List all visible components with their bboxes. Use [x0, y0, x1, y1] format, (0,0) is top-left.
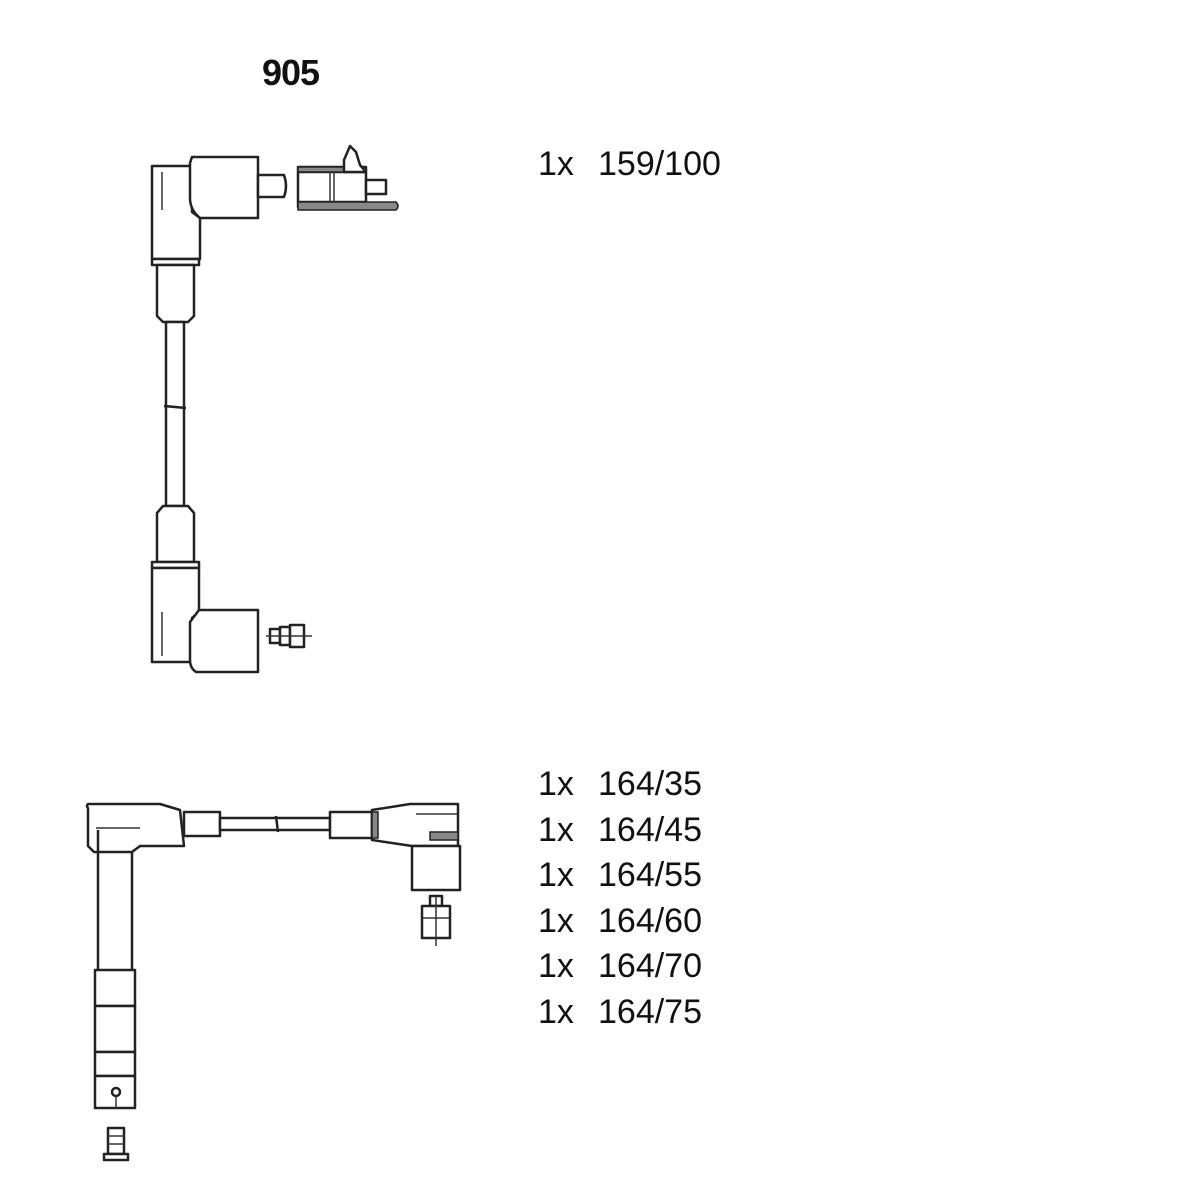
- part-quantity: 1x: [538, 992, 574, 1031]
- part-row: 1x 164/55: [538, 853, 702, 899]
- part-row: 1x 159/100: [538, 142, 721, 188]
- terminal-nut-icon: [102, 1126, 130, 1162]
- terminal-nut-icon: [266, 623, 312, 649]
- part-quantity: 1x: [538, 947, 574, 985]
- part-row: 1x 164/35: [538, 762, 702, 808]
- part-quantity: 1x: [538, 810, 574, 849]
- kit-number-title: 905: [262, 52, 320, 93]
- part-number: 164/55: [598, 856, 702, 894]
- part-number: 164/60: [598, 901, 702, 940]
- part-quantity: 1x: [538, 145, 574, 183]
- part-number: 164/45: [598, 810, 702, 849]
- part-row: 1x 164/45: [538, 808, 702, 854]
- ignition-cable-short-icon: [85, 802, 462, 1162]
- part-row: 1x 164/70: [538, 944, 702, 990]
- parts-list-top: 1x 159/100: [538, 142, 721, 188]
- part-number: 164/70: [598, 947, 702, 985]
- part-quantity: 1x: [538, 856, 574, 894]
- parts-list-bottom: 1x 164/35 1x 164/45 1x 164/55 1x 164/60 1x 16…: [538, 762, 702, 1035]
- terminal-nut-icon: [420, 894, 452, 946]
- part-number: 164/75: [598, 992, 702, 1031]
- part-row: 1x 164/75: [538, 990, 702, 1036]
- distributor-terminal-icon: [296, 144, 399, 211]
- ignition-cable-long-icon: [150, 144, 399, 674]
- part-quantity: 1x: [538, 765, 574, 803]
- part-quantity: 1x: [538, 901, 574, 940]
- part-number: 159/100: [598, 145, 721, 183]
- part-row: 1x 164/60: [538, 899, 702, 945]
- part-number: 164/35: [598, 765, 702, 803]
